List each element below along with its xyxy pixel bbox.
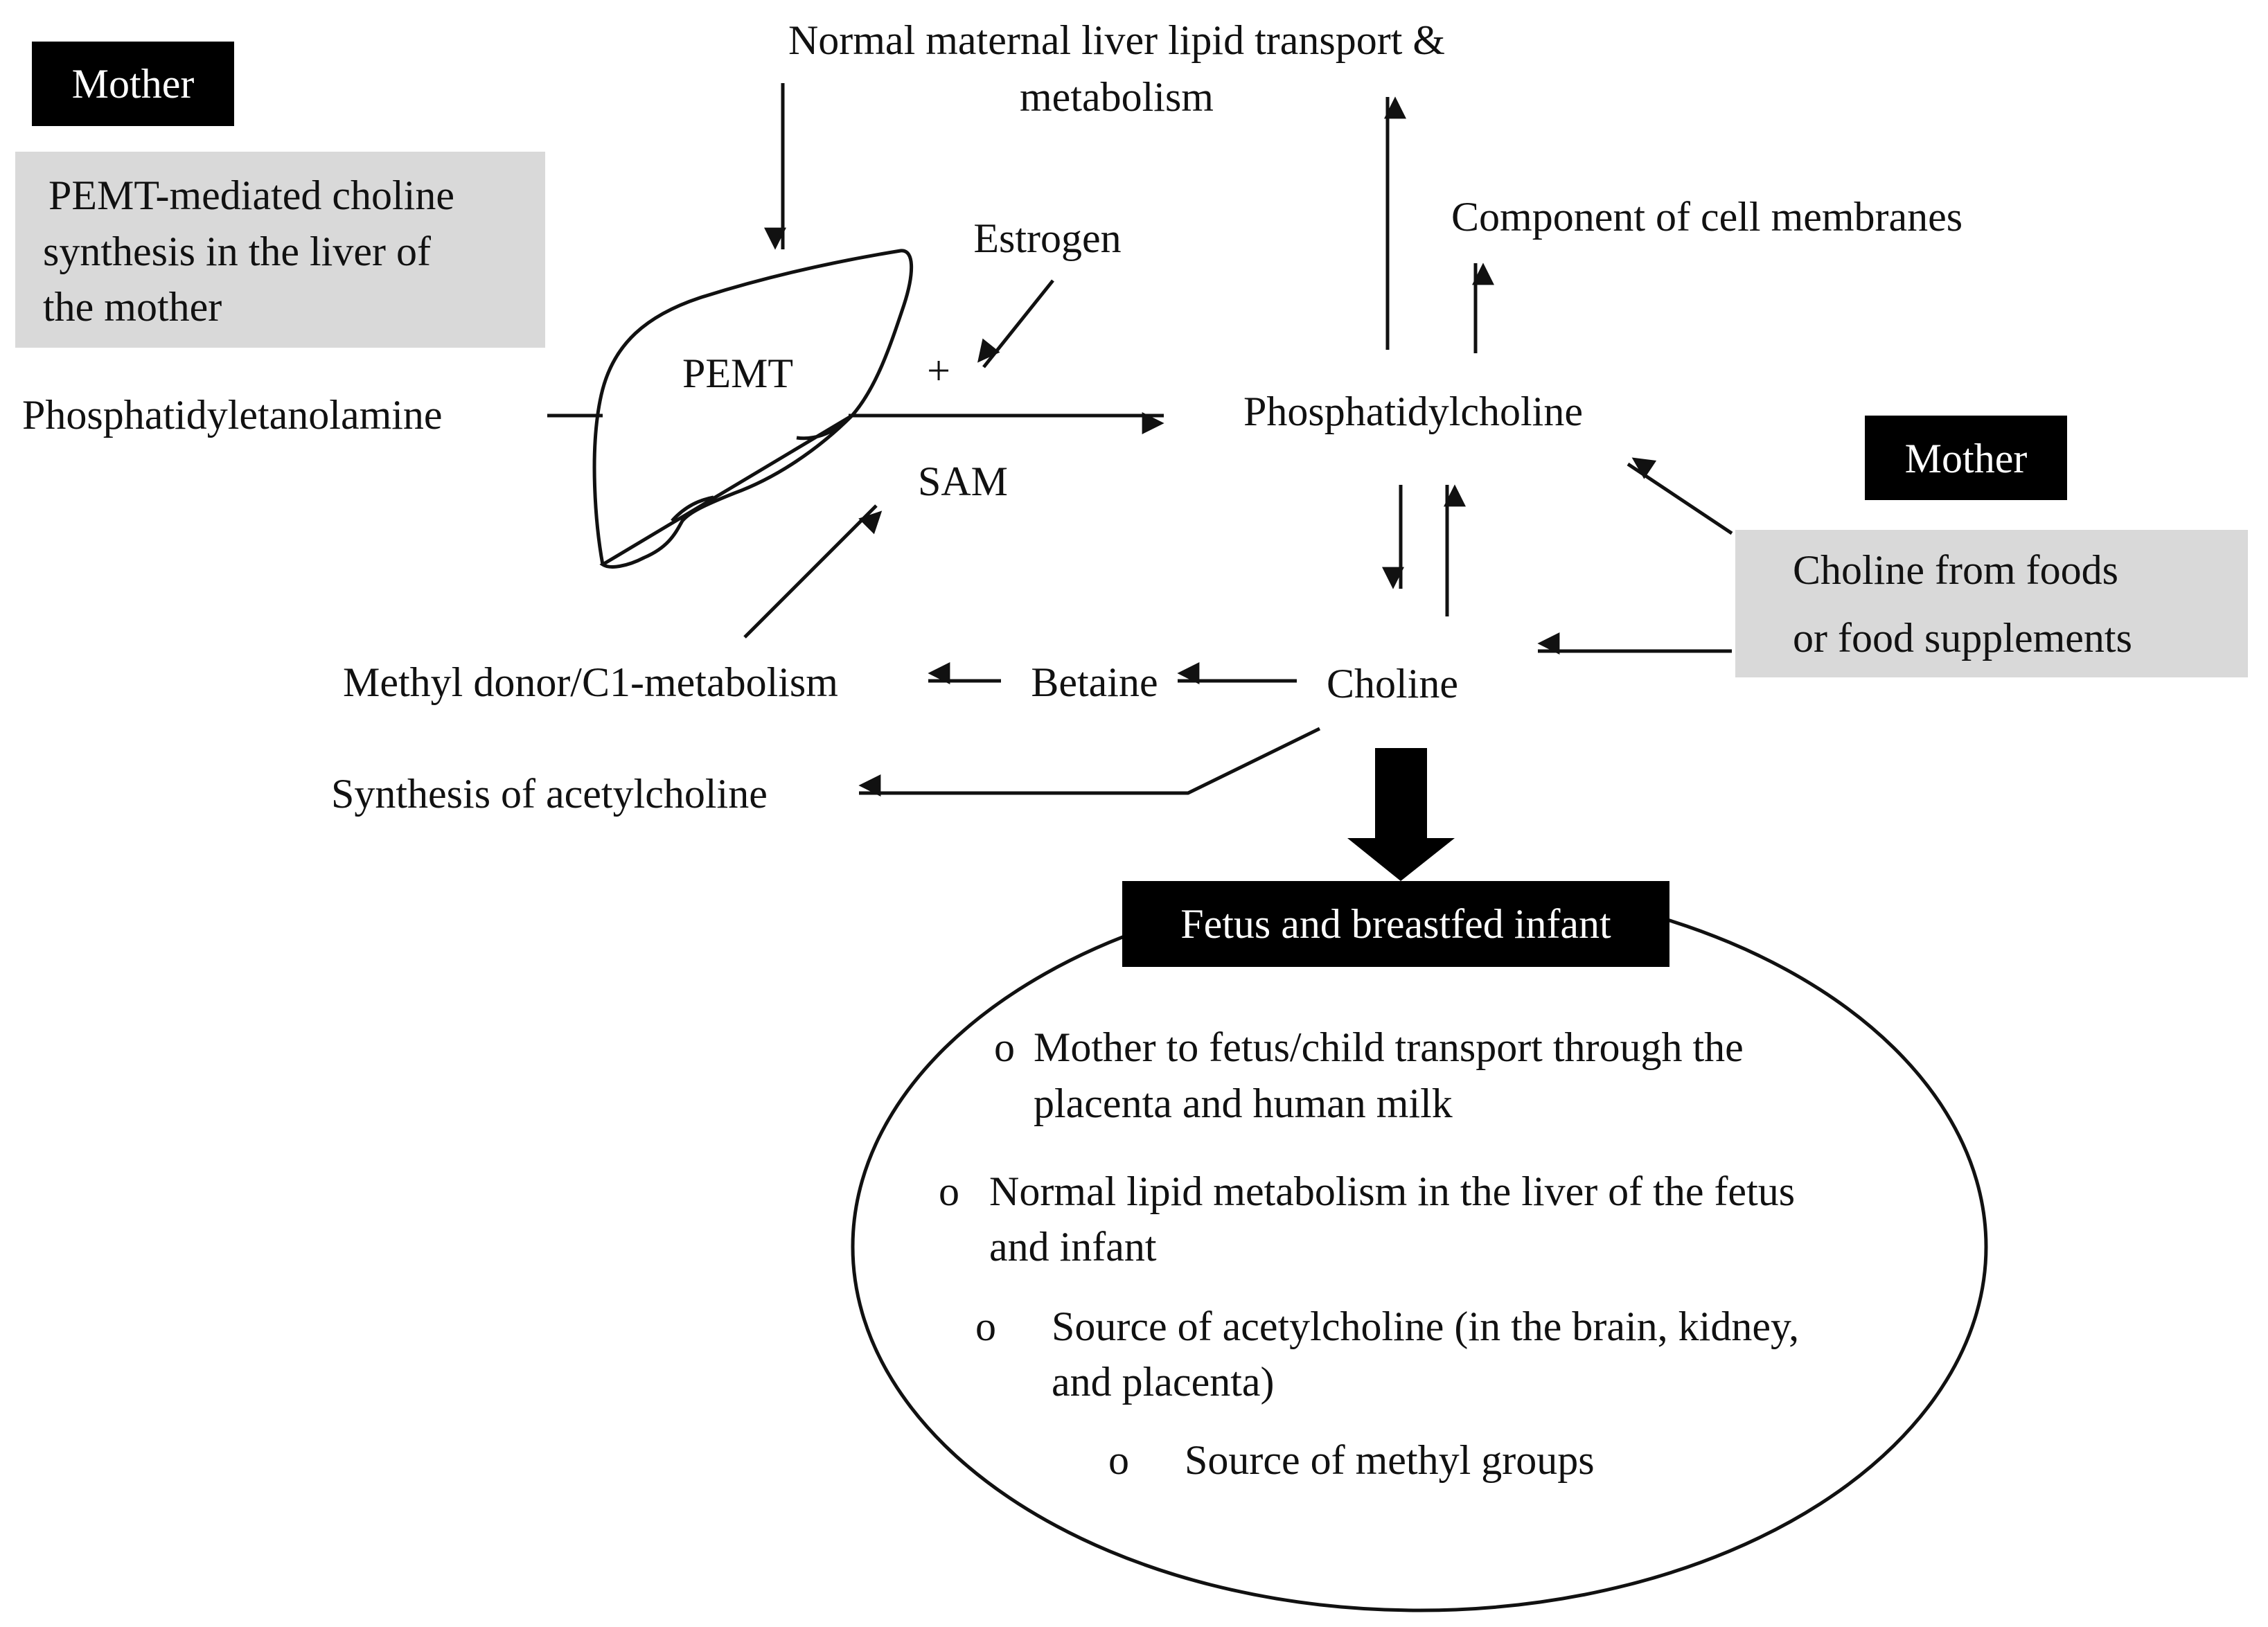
food-box-line-1: Choline from foods: [1793, 547, 2118, 593]
big-arrow-to-fetus: [1347, 748, 1455, 881]
mother-badge-right-bg: [1865, 416, 2067, 500]
liver-notch: [671, 495, 714, 522]
fetus-item-4-line-1: Source of methyl groups: [1185, 1437, 1595, 1483]
pemt-label: PEMT: [682, 350, 793, 396]
cell-membranes-label: Component of cell membranes: [1451, 194, 1963, 240]
fetus-item-2-bullet: o: [939, 1168, 959, 1214]
arrow-estrogen: [977, 279, 1054, 368]
betaine-label: Betaine: [1031, 659, 1158, 705]
pemt-info-line-3: the mother: [43, 284, 222, 330]
mother-badge-top: Mother: [72, 61, 195, 107]
mother-badge-right: Mother: [1905, 436, 2028, 481]
estrogen-label: Estrogen: [973, 215, 1121, 261]
fetus-badge: Fetus and breastfed infant: [1180, 901, 1611, 947]
plus-sign: +: [927, 348, 950, 393]
acetylcholine-synthesis-label: Synthesis of acetylcholine: [331, 771, 768, 817]
arrow-methyl-donor-to-sam: [743, 504, 883, 639]
pemt-info-line-1: PEMT-mediated choline: [48, 172, 454, 218]
fetus-item-1-line-1: Mother to fetus/child transport through …: [1034, 1024, 1744, 1070]
mother-badge-top-bg: [32, 42, 234, 126]
fetus-item-2-line-1: Normal lipid metabolism in the liver of …: [989, 1168, 1795, 1214]
fetus-item-4-bullet: o: [1108, 1437, 1129, 1483]
maternal-liver-lipid-line-2: metabolism: [1020, 74, 1214, 120]
arrow-food-to-pc: [1627, 457, 1733, 535]
fetus-item-3-bullet: o: [975, 1304, 996, 1349]
sam-label: SAM: [918, 459, 1008, 504]
fetus-item-3-line-2: and placenta): [1052, 1359, 1274, 1405]
fetus-item-1-bullet: o: [994, 1024, 1015, 1070]
phosphatidylethanolamine-label: Phosphatidyletanolamine: [22, 392, 443, 438]
choline-label: Choline: [1327, 661, 1458, 706]
maternal-liver-lipid-line-1: Normal maternal liver lipid transport &: [788, 17, 1445, 63]
pemt-info-box: [15, 152, 545, 348]
liver-shape: [592, 249, 914, 569]
phosphatidylcholine-label: Phosphatidylcholine: [1243, 389, 1583, 434]
food-box: [1735, 530, 2248, 677]
fetus-item-2-line-2: and infant: [989, 1224, 1157, 1270]
arrow-choline-to-acetylcholine: [858, 727, 1321, 797]
fetus-badge-bg: [1122, 881, 1669, 967]
fetus-item-1-line-2: placenta and human milk: [1034, 1081, 1453, 1126]
fetus-item-3-line-1: Source of acetylcholine (in the brain, k…: [1052, 1304, 1799, 1349]
food-box-line-2: or food supplements: [1793, 615, 2132, 661]
pemt-info-line-2: synthesis in the liver of: [43, 229, 431, 274]
methyl-donor-label: Methyl donor/C1-metabolism: [343, 659, 838, 705]
